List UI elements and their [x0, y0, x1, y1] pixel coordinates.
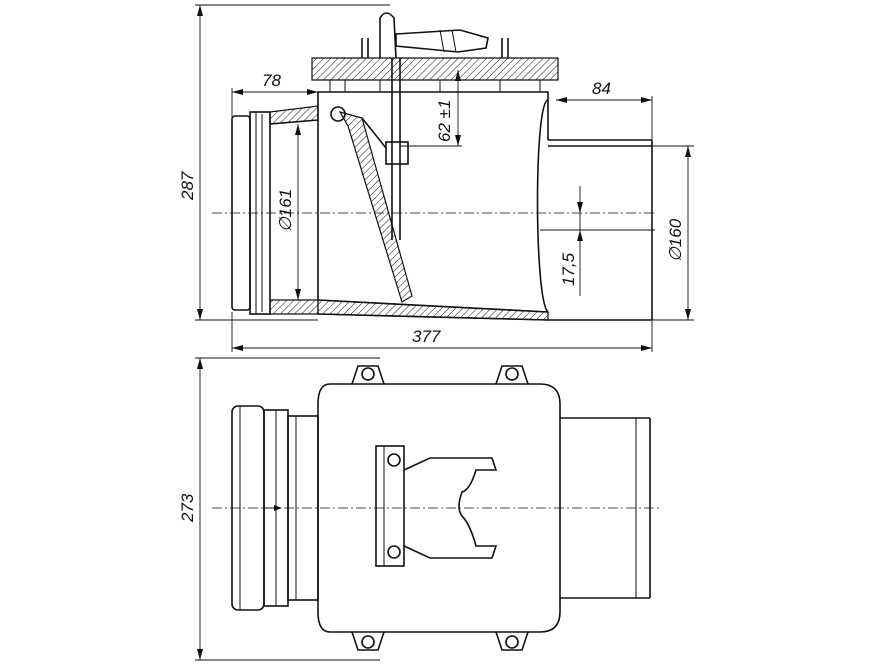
dim-outlet-diameter: ∅160	[652, 145, 694, 321]
plan-view: 273	[178, 357, 660, 661]
overall-height-label: 287	[178, 171, 197, 201]
valve-cover	[311, 12, 559, 240]
overall-length-label: 377	[412, 327, 441, 346]
socket-length-label: 78	[262, 71, 281, 90]
dim-lever-travel: 62 ±1	[400, 70, 462, 147]
dim-overall-height: 287	[178, 4, 390, 321]
check-flap	[330, 106, 413, 303]
outlet-diameter-label: ∅160	[666, 218, 685, 262]
dim-socket-length: 78	[231, 71, 318, 118]
plan-width-label: 273	[178, 493, 197, 523]
plan-body	[317, 383, 561, 633]
axis-offset-label: 17,5	[559, 252, 578, 286]
dim-axis-offset: 17,5	[540, 186, 655, 296]
inlet-socket	[231, 105, 319, 315]
plan-outlet	[560, 417, 651, 599]
dim-inlet-diameter: ∅161	[276, 124, 301, 300]
dim-outlet-length: 84	[556, 79, 653, 140]
valve-body	[317, 91, 549, 321]
plan-handle	[375, 445, 498, 567]
outlet-length-label: 84	[592, 79, 611, 98]
plan-lugs	[351, 365, 529, 651]
lever-travel-label: 62 ±1	[435, 100, 454, 142]
dim-overall-length: 377	[231, 312, 653, 352]
dim-plan-width: 273	[178, 357, 380, 661]
side-view: 287 78 84 62 ±1	[178, 4, 694, 352]
inlet-diameter-label: ∅161	[276, 189, 295, 232]
